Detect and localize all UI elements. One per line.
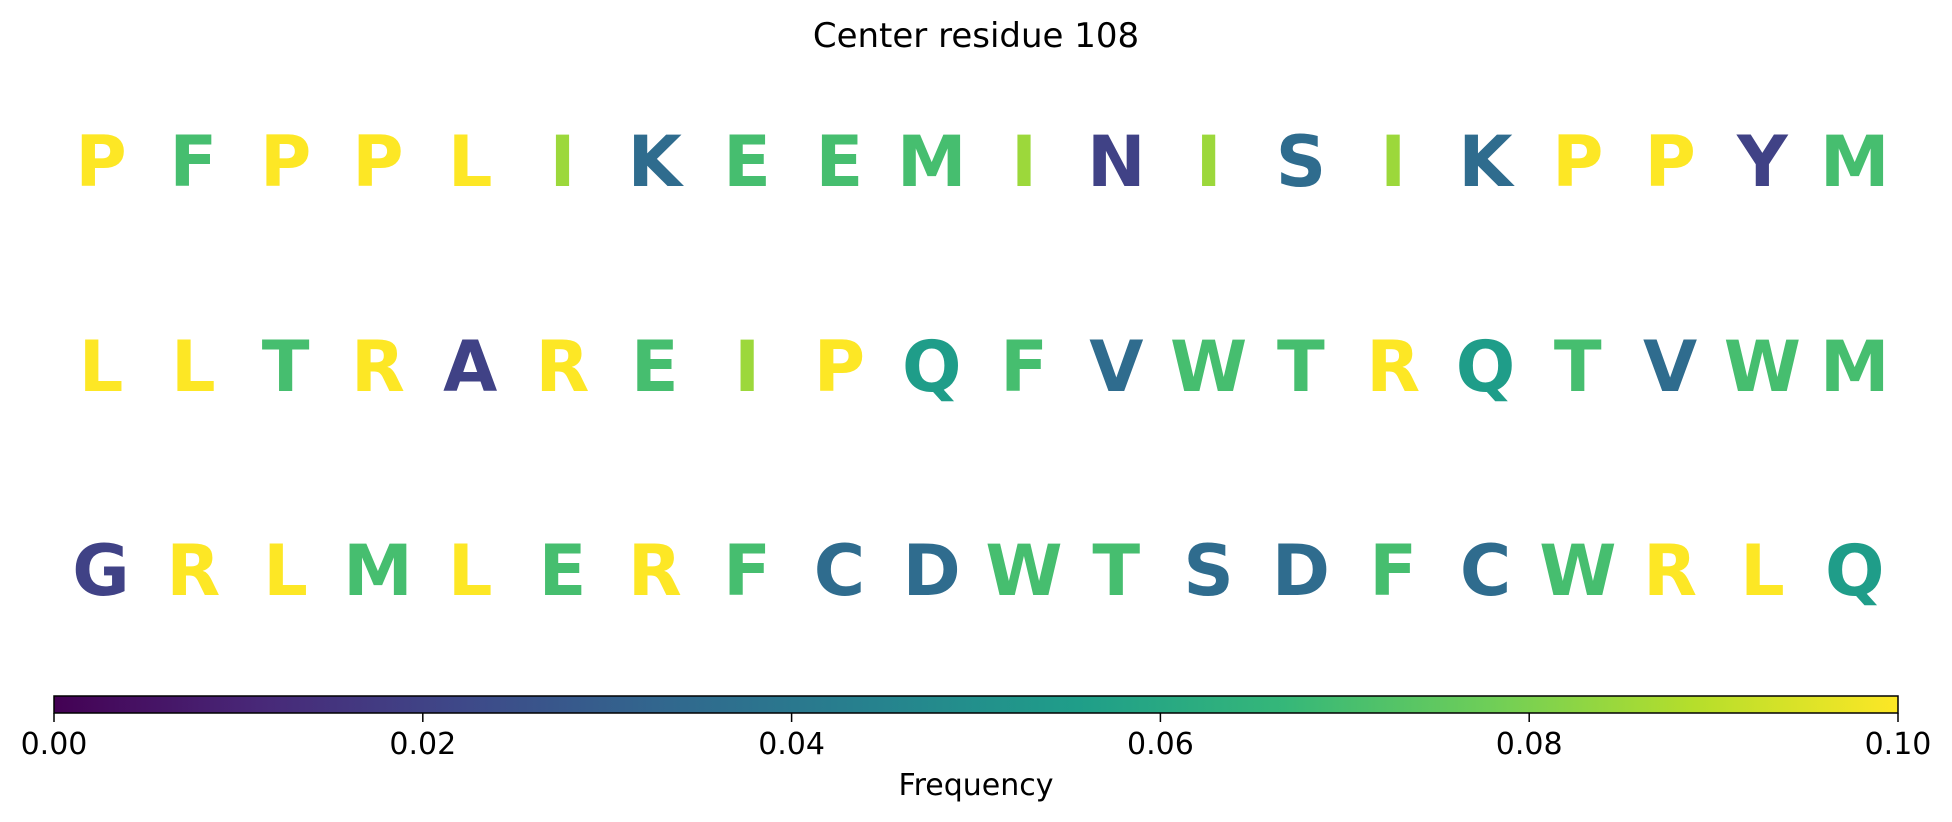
residue-letter: W: [1724, 326, 1801, 408]
residue-letter: P: [1552, 121, 1603, 203]
residue-letter: I: [734, 326, 760, 408]
residue-letter: P: [1644, 121, 1695, 203]
residue-letter: D: [903, 530, 961, 612]
colorbar-gradient: [53, 695, 1899, 714]
colorbar-tick-label: 0.08: [1496, 727, 1563, 762]
residue-letter: G: [72, 530, 129, 612]
residue-letter: L: [79, 326, 124, 408]
residue-letter: F: [1000, 326, 1048, 408]
residue-letter: L: [1740, 530, 1785, 612]
residue-letter: R: [166, 530, 220, 612]
residue-letter: V: [1643, 326, 1697, 408]
residue-letter: F: [723, 530, 771, 612]
residue-letter: I: [1196, 121, 1222, 203]
residue-letter: D: [1272, 530, 1330, 612]
residue-letter: P: [260, 121, 311, 203]
residue-letter: M: [897, 121, 967, 203]
residue-letter: N: [1087, 121, 1146, 203]
residue-letter: Q: [902, 326, 962, 408]
residue-letter: W: [1539, 530, 1616, 612]
residue-letter: K: [1458, 121, 1515, 203]
colorbar-tick-label: 0.02: [389, 727, 456, 762]
residue-letter: F: [1369, 530, 1417, 612]
residue-letter: M: [1820, 326, 1890, 408]
residue-letter: R: [1643, 530, 1697, 612]
residue-letter: I: [1011, 121, 1037, 203]
residue-letter: I: [1380, 121, 1406, 203]
residue-letter: W: [1170, 326, 1247, 408]
residue-letter: V: [1089, 326, 1143, 408]
residue-letter: R: [1366, 326, 1420, 408]
residue-letter: M: [343, 530, 413, 612]
residue-letter: E: [723, 121, 771, 203]
colorbar-tick-label: 0.06: [1127, 727, 1194, 762]
colorbar-label: Frequency: [899, 768, 1054, 803]
colorbar-tick-label: 0.10: [1865, 727, 1932, 762]
residue-letter: P: [352, 121, 403, 203]
residue-letter: L: [263, 530, 308, 612]
residue-letter: F: [169, 121, 217, 203]
residue-letter: R: [351, 326, 405, 408]
residue-letter: L: [448, 121, 493, 203]
residue-letter: R: [628, 530, 682, 612]
chart-title: Center residue 108: [813, 16, 1139, 56]
residue-letter: E: [539, 530, 587, 612]
colorbar-tick-label: 0.04: [758, 727, 825, 762]
residue-letter: L: [448, 530, 493, 612]
colorbar-tick-label: 0.00: [21, 727, 88, 762]
residue-letter: E: [815, 121, 863, 203]
residue-letter: Q: [1456, 326, 1516, 408]
residue-letter: A: [443, 326, 497, 408]
residue-letter: T: [262, 326, 310, 408]
residue-letter: I: [549, 121, 575, 203]
residue-letter: C: [814, 530, 865, 612]
residue-letter: P: [814, 326, 865, 408]
residue-letter: T: [1554, 326, 1602, 408]
residue-letter: W: [985, 530, 1062, 612]
residue-letter: T: [1277, 326, 1325, 408]
colorbar-ticks: 0.00 0.02 0.04 0.06 0.08 0.10: [21, 713, 1932, 762]
residue-letter: S: [1183, 530, 1233, 612]
residue-letter: E: [631, 326, 679, 408]
residue-letter: T: [1092, 530, 1140, 612]
residue-letter: S: [1276, 121, 1326, 203]
residue-letter: L: [171, 326, 216, 408]
residue-letter: K: [628, 121, 685, 203]
residue-letter: Y: [1736, 121, 1789, 203]
residue-letter: C: [1460, 530, 1511, 612]
residue-letter: M: [1820, 121, 1890, 203]
residue-letter: R: [536, 326, 590, 408]
residue-letter: Q: [1825, 530, 1885, 612]
residue-letter: P: [75, 121, 126, 203]
colorbar: 0.00 0.02 0.04 0.06 0.08 0.10 Frequency: [21, 695, 1932, 803]
